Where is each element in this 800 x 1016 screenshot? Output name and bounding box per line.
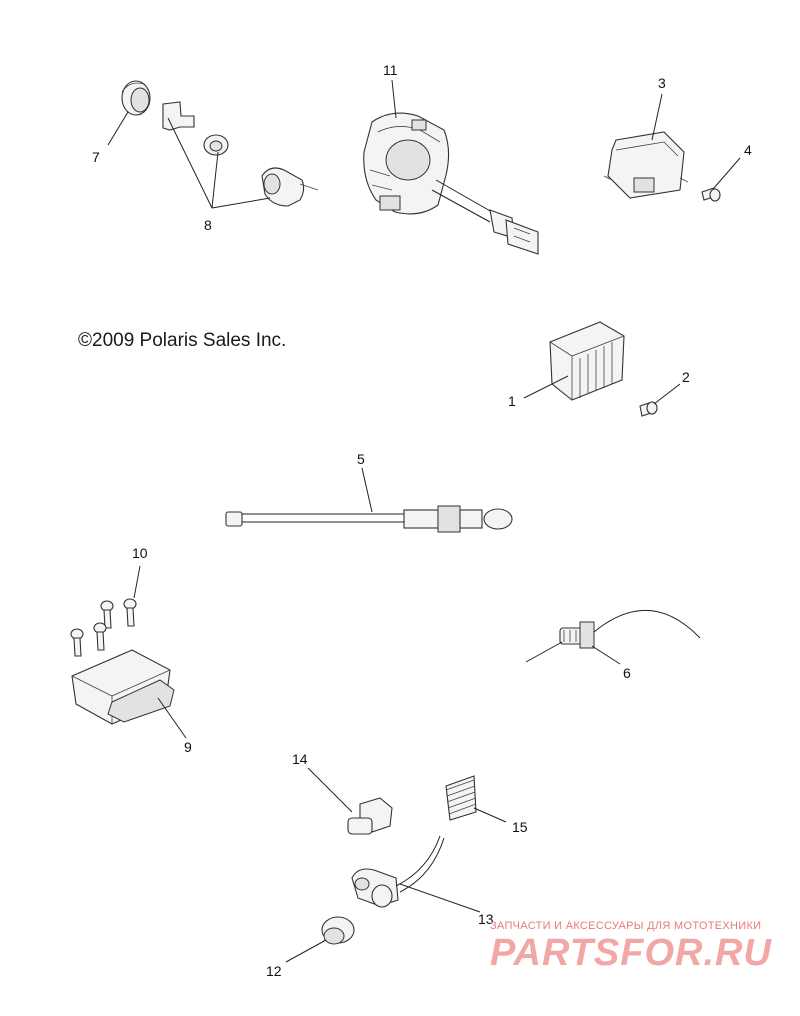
part-11-handlebar-switch: [363, 112, 539, 255]
part-7-cap: [121, 80, 151, 116]
callout-11: 11: [383, 62, 398, 78]
watermark-tagline: ЗАПЧАСТИ И АКСЕССУАРЫ ДЛЯ МОТОТЕХНИКИ: [490, 920, 762, 932]
part-9-control-box: [71, 649, 175, 725]
leader-lines: [107, 79, 741, 963]
part-10-screws: [70, 598, 137, 657]
part-12-plug: [321, 916, 355, 945]
callout-14: 14: [292, 751, 308, 767]
part-13-speed-sensor: [351, 835, 445, 908]
callout-2: 2: [682, 369, 690, 385]
part-15-spring: [445, 775, 477, 821]
part-4-screw: [701, 187, 721, 202]
part-3-module: [603, 131, 689, 199]
callout-13: 13: [478, 911, 494, 927]
part-8-key-switch-set: [162, 101, 319, 207]
callout-labels: 7 8 11 3 4 1 2 5 10 9 6 14 15 13 12: [92, 62, 752, 979]
part-1-regulator: [549, 321, 625, 401]
callout-1: 1: [508, 393, 516, 409]
callout-9: 9: [184, 739, 192, 755]
part-14-bolt: [347, 797, 393, 835]
callout-5: 5: [357, 451, 365, 467]
callout-10: 10: [132, 545, 148, 561]
copyright-text: ©2009 Polaris Sales Inc.: [78, 330, 287, 351]
callout-7: 7: [92, 149, 100, 165]
callout-3: 3: [658, 75, 666, 91]
part-6-temp-sensor: [559, 610, 701, 649]
callout-8: 8: [204, 217, 212, 233]
callout-12: 12: [266, 963, 282, 979]
part-2-screw: [639, 401, 658, 417]
watermark-logo: PARTSFOR.RU: [490, 932, 772, 974]
callout-4: 4: [744, 142, 752, 158]
callout-6: 6: [623, 665, 631, 681]
callout-15: 15: [512, 819, 528, 835]
part-5-sensor-cable: [225, 505, 513, 533]
